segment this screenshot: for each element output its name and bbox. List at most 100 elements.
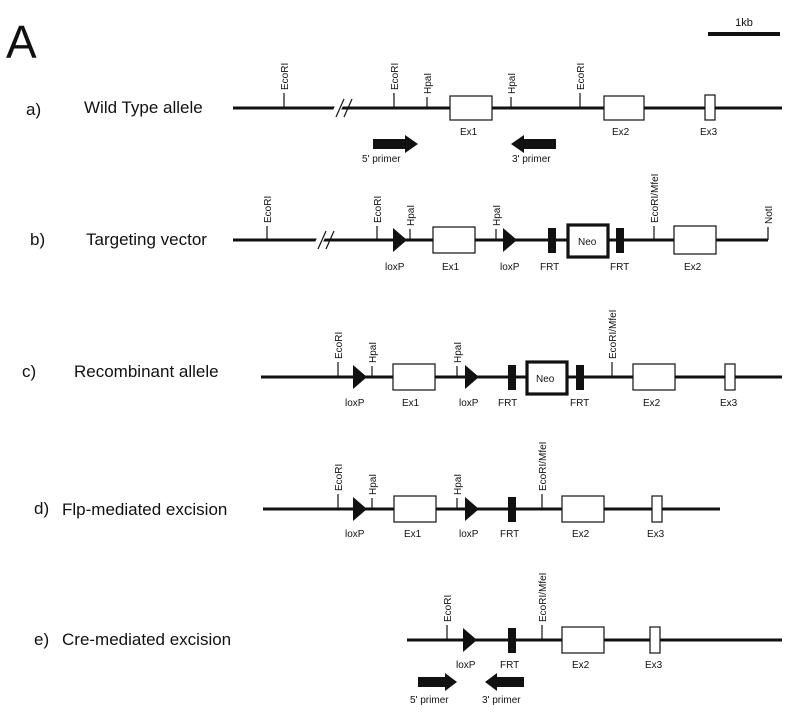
row-b-site-ecori: EcoRI: [263, 196, 274, 223]
row-b-targeting-vector: b) Targeting vector EcoRI EcoRI HpaI Hpa…: [30, 174, 775, 273]
row-c-frt-site: [576, 365, 584, 390]
row-b-site-ecori: EcoRI: [373, 196, 384, 223]
row-c-exon-3: [724, 363, 736, 391]
row-a-letter: a): [26, 100, 41, 119]
row-d-exon-1: [393, 495, 437, 523]
row-c-ex1-label: Ex1: [402, 398, 420, 409]
row-b-loxp-site: [503, 228, 517, 252]
row-a-exon-2: [603, 95, 645, 121]
row-b-ex2-label: Ex2: [684, 262, 702, 273]
row-d-site-hpai: HpaI: [368, 474, 379, 495]
row-e-frt-label: FRT: [500, 660, 519, 671]
row-e-reverse-primer-label: 3' primer: [482, 695, 521, 706]
row-d-site-ecori: EcoRI: [334, 464, 345, 491]
row-a-ex1-label: Ex1: [460, 127, 478, 138]
row-c-ex2-label: Ex2: [643, 398, 661, 409]
row-a-site-ecori: EcoRI: [390, 63, 401, 90]
row-b-frt-label: FRT: [540, 262, 559, 273]
row-a-exon-3: [704, 94, 716, 121]
row-b-exon-1: [432, 226, 476, 254]
row-b-break-mark: [325, 230, 335, 250]
row-a-break-mark: [335, 98, 345, 118]
row-c-neo-label: Neo: [536, 374, 555, 385]
row-e-exon-2: [561, 626, 605, 654]
row-d-exon-2: [561, 495, 605, 523]
row-a-reverse-primer-arrow: [511, 135, 556, 153]
row-b-title: Targeting vector: [86, 230, 207, 249]
row-c-loxp-site: [353, 365, 367, 389]
row-a-wild-type: a) Wild Type allele EcoRI EcoRI HpaI Hpa…: [26, 63, 782, 165]
row-a-site-hpai: HpaI: [507, 73, 518, 94]
row-e-ex2-label: Ex2: [572, 660, 590, 671]
row-b-site-hpai: HpaI: [406, 205, 417, 226]
row-a-site-hpai: HpaI: [423, 73, 434, 94]
row-d-title: Flp-mediated excision: [62, 500, 227, 519]
row-c-loxp-label: loxP: [345, 398, 365, 409]
row-d-frt-label: FRT: [500, 529, 519, 540]
row-e-forward-primer-arrow: [418, 673, 457, 691]
row-b-frt-label: FRT: [610, 262, 629, 273]
row-c-frt-site: [508, 365, 516, 390]
row-a-forward-primer-arrow: [373, 135, 418, 153]
row-c-letter: c): [22, 362, 36, 381]
row-e-exon-3: [649, 626, 661, 654]
row-c-frt-label: FRT: [570, 398, 589, 409]
row-e-reverse-primer-arrow: [485, 673, 524, 691]
row-e-forward-primer-label: 5' primer: [410, 695, 449, 706]
row-b-site-noti: NotI: [764, 206, 775, 224]
row-e-loxp-label: loxP: [456, 660, 476, 671]
row-c-title: Recombinant allele: [74, 362, 219, 381]
row-a-break-gap: [330, 98, 346, 118]
row-d-site-hpai: HpaI: [453, 474, 464, 495]
row-b-break-gap: [312, 230, 328, 250]
row-c-neo-cassette: [525, 360, 569, 396]
row-d-frt-site: [508, 497, 516, 522]
row-e-frt-site: [508, 628, 516, 653]
row-c-ex3-label: Ex3: [720, 398, 738, 409]
row-a-site-ecori: EcoRI: [280, 63, 291, 90]
row-b-exon-2: [673, 225, 717, 255]
row-b-loxp-site: [393, 228, 407, 252]
row-e-letter: e): [34, 630, 49, 649]
row-a-site-ecori: EcoRI: [576, 63, 587, 90]
row-e-site-ecori-mfei: EcoRI/MfeI: [538, 573, 549, 622]
row-e-cre-excision: e) Cre-mediated excision EcoRI EcoRI/Mfe…: [34, 573, 782, 706]
row-b-ex1-label: Ex1: [442, 262, 460, 273]
row-a-ex3-label: Ex3: [700, 127, 718, 138]
row-a-title: Wild Type allele: [84, 98, 203, 117]
panel-letter: A: [6, 16, 37, 68]
row-c-exon-1: [392, 363, 436, 391]
row-c-recombinant-allele: c) Recombinant allele EcoRI HpaI HpaI Ec…: [22, 310, 782, 409]
row-c-site-ecori-mfei: EcoRI/MfeI: [608, 310, 619, 359]
row-c-loxp-label: loxP: [459, 398, 479, 409]
row-c-exon-2: [632, 363, 676, 391]
row-d-ex3-label: Ex3: [647, 529, 665, 540]
row-a-forward-primer-label: 5' primer: [362, 154, 401, 165]
row-a-break-mark: [343, 98, 353, 118]
row-e-title: Cre-mediated excision: [62, 630, 231, 649]
row-a-ex2-label: Ex2: [612, 127, 630, 138]
row-e-site-ecori: EcoRI: [443, 595, 454, 622]
row-b-break-mark: [317, 230, 327, 250]
scale-label: 1kb: [735, 17, 753, 29]
row-b-neo-label: Neo: [578, 237, 597, 248]
row-e-ex3-label: Ex3: [645, 660, 663, 671]
row-e-loxp-site: [463, 628, 477, 652]
row-d-loxp-label: loxP: [459, 529, 479, 540]
row-b-letter: b): [30, 230, 45, 249]
row-d-site-ecori-mfei: EcoRI/MfeI: [538, 442, 549, 491]
row-b-neo-cassette: [566, 223, 610, 259]
row-a-reverse-primer-label: 3' primer: [512, 154, 551, 165]
row-c-site-ecori: EcoRI: [334, 332, 345, 359]
row-d-exon-3: [651, 495, 663, 523]
row-d-ex2-label: Ex2: [572, 529, 590, 540]
row-a-exon-1: [449, 95, 493, 121]
row-d-letter: d): [34, 499, 49, 518]
row-b-loxp-label: loxP: [385, 262, 405, 273]
row-d-loxp-site: [353, 497, 367, 521]
row-d-ex1-label: Ex1: [404, 529, 422, 540]
row-b-site-ecori-mfei: EcoRI/MfeI: [650, 174, 661, 223]
row-d-loxp-label: loxP: [345, 529, 365, 540]
